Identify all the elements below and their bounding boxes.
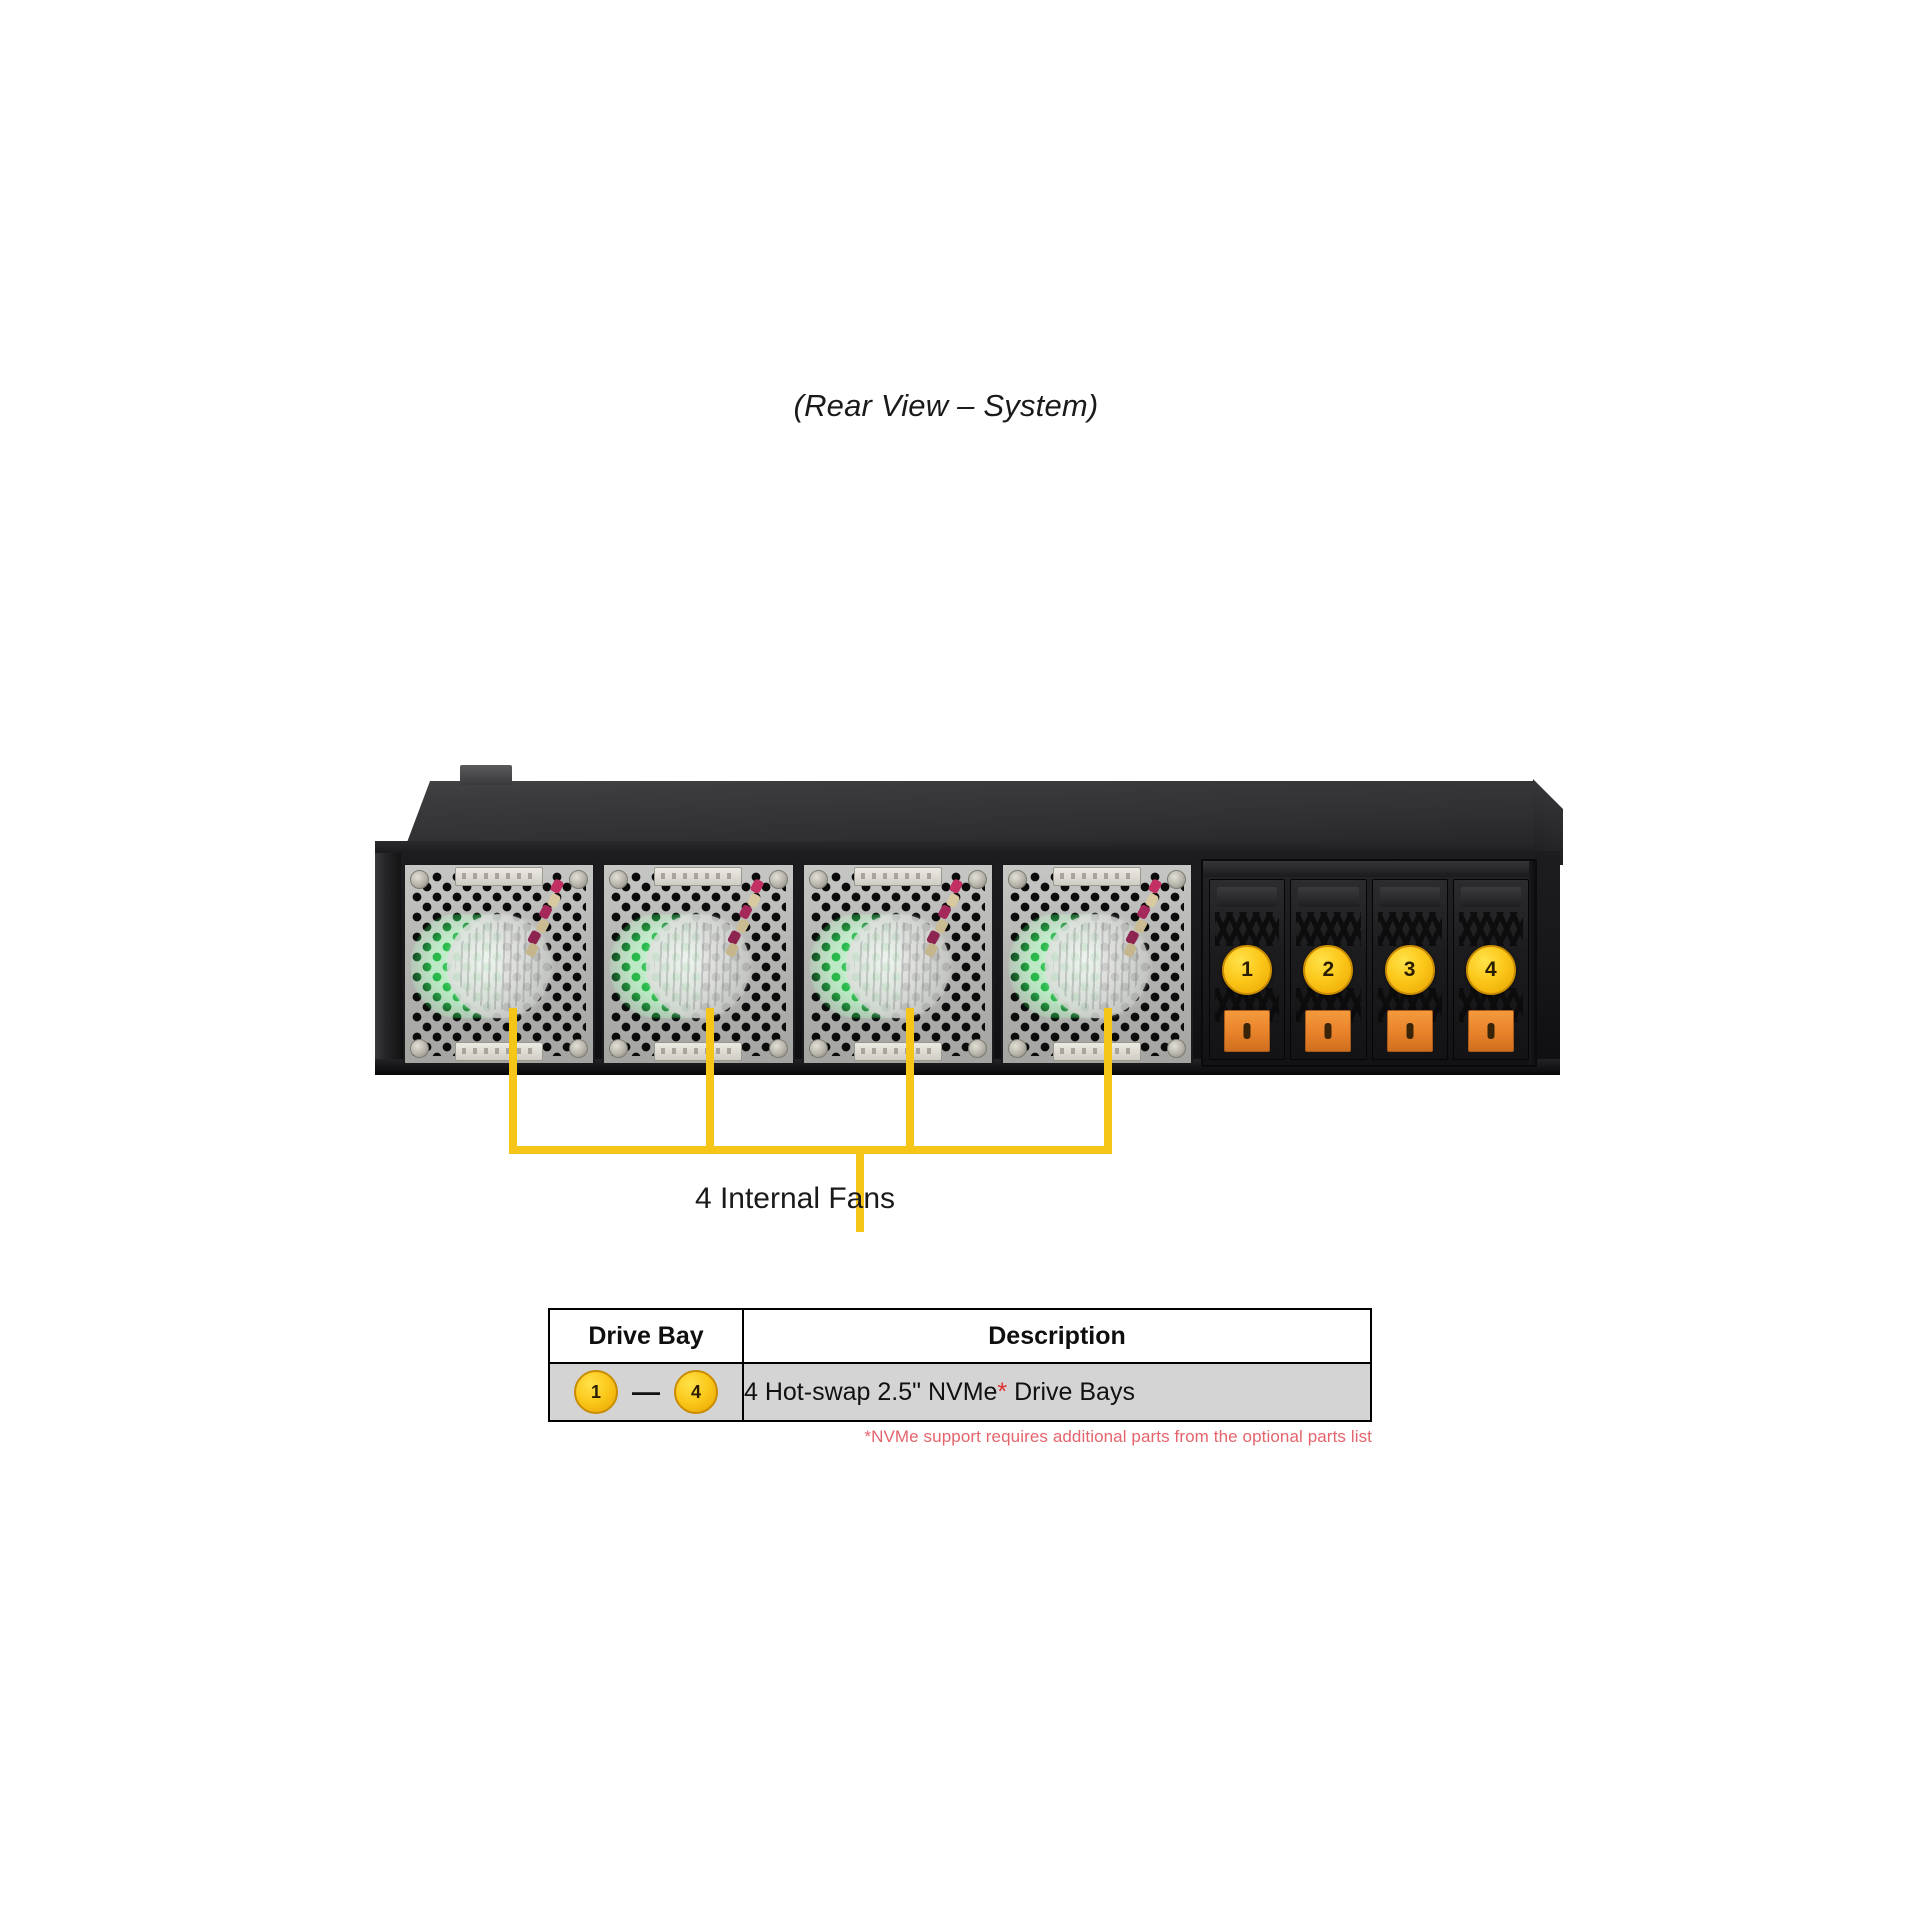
drive-bay-callout-badge-2: 2 <box>1303 944 1354 995</box>
fan-screw-bottom-right <box>1167 1039 1186 1058</box>
drive-cage-right-wall <box>1529 861 1537 1065</box>
bay-range-dash: — <box>632 1376 660 1407</box>
drive-bay-3[interactable]: 3 <box>1371 879 1448 1060</box>
drive-bay-2[interactable]: 2 <box>1290 879 1367 1060</box>
internal-fan-4 <box>1000 863 1193 1065</box>
drive-carrier-handle <box>1217 887 1278 907</box>
column-header-description: Description <box>742 1308 1372 1364</box>
fan-screw-top-left <box>1007 870 1027 889</box>
chassis-left-rail <box>375 853 401 1073</box>
drive-release-latch-3[interactable] <box>1386 1010 1433 1052</box>
drive-bay-callout-badge-3: 3 <box>1384 944 1435 995</box>
fan-handle-tab-top <box>455 867 544 886</box>
drive-bay-1[interactable]: 1 <box>1209 879 1286 1060</box>
bay-range-badges: 1 — 4 <box>550 1370 742 1414</box>
fan-screw-top-right <box>569 870 589 889</box>
description-text: 4 Hot-swap 2.5" NVMe <box>744 1377 998 1406</box>
fan-handle-tab-bottom <box>853 1042 942 1061</box>
fan-handle-tab-bottom <box>654 1042 743 1061</box>
drive-release-latch-1[interactable] <box>1224 1010 1271 1052</box>
fan-callout-label: 4 Internal Fans <box>0 1182 1920 1216</box>
fan-screw-top-right <box>1167 870 1186 889</box>
fan-screw-top-left <box>808 870 828 889</box>
drive-vent-upper <box>1377 912 1442 946</box>
drive-bay-4[interactable]: 4 <box>1452 879 1529 1060</box>
footnote-asterisk: * <box>997 1377 1008 1406</box>
drive-carrier-handle <box>1460 887 1521 907</box>
fan-screw-bottom-left <box>609 1039 629 1058</box>
drive-bay-callout-badge-4: 4 <box>1465 944 1516 995</box>
fan-screw-bottom-left <box>1007 1039 1027 1058</box>
table-badge-end: 4 <box>674 1370 718 1414</box>
description-text-suffix: Drive Bays <box>1007 1377 1135 1406</box>
figure-title-text: (Rear View – System) <box>793 388 1099 423</box>
fan-screw-bottom-right <box>967 1039 987 1058</box>
latch-keyhole-icon <box>1243 1023 1251 1039</box>
fan-screw-top-left <box>410 870 429 889</box>
internal-fan-bank <box>403 863 1193 1065</box>
drive-vent-upper <box>1458 912 1523 946</box>
chassis-top-cover <box>403 781 1560 853</box>
fan-screw-bottom-left <box>410 1039 429 1058</box>
drive-bay-table: Drive Bay Description 1 — 4 4 Hot-swap 2… <box>548 1308 1372 1422</box>
table-header-row: Drive Bay Description <box>548 1308 1372 1364</box>
drive-bay-callout-badge-1: 1 <box>1222 944 1273 995</box>
fan-screw-top-right <box>768 870 788 889</box>
drive-release-latch-2[interactable] <box>1305 1010 1352 1052</box>
chassis-top-tab <box>460 765 512 785</box>
table-footnote: *NVMe support requires additional parts … <box>864 1427 1372 1446</box>
latch-keyhole-icon <box>1406 1023 1414 1039</box>
drive-release-latch-4[interactable] <box>1467 1010 1514 1052</box>
drive-cage-top-bar <box>1203 861 1535 877</box>
figure-title: (Rear View – System) <box>0 388 1920 424</box>
table-badge-start: 1 <box>574 1370 618 1414</box>
server-chassis-rear-view: 1 2 3 <box>375 763 1563 1075</box>
drive-vent-upper <box>1215 912 1280 946</box>
fan-handle-tab-top <box>1052 867 1141 886</box>
internal-fan-2 <box>602 863 795 1065</box>
fan-screw-top-right <box>967 870 987 889</box>
column-header-drive-bay: Drive Bay <box>548 1308 744 1364</box>
fan-callout-label-text: 4 Internal Fans <box>694 1182 896 1215</box>
drive-carrier-handle <box>1298 887 1359 907</box>
fan-handle-tab-bottom <box>1052 1042 1141 1061</box>
fan-screw-bottom-right <box>768 1039 788 1058</box>
latch-keyhole-icon <box>1487 1023 1495 1039</box>
fan-handle-tab-top <box>654 867 743 886</box>
fan-screw-bottom-left <box>808 1039 828 1058</box>
cell-description: 4 Hot-swap 2.5" NVMe* Drive Bays <box>742 1362 1372 1422</box>
latch-keyhole-icon <box>1324 1023 1332 1039</box>
internal-fan-3 <box>801 863 994 1065</box>
internal-fan-1 <box>403 863 596 1065</box>
cell-drive-bay-range: 1 — 4 <box>548 1362 744 1422</box>
drive-vent-upper <box>1296 912 1361 946</box>
fan-screw-bottom-right <box>569 1039 589 1058</box>
table-row: 1 — 4 4 Hot-swap 2.5" NVMe* Drive Bays <box>548 1362 1372 1422</box>
drive-carrier-handle <box>1379 887 1440 907</box>
fan-handle-tab-bottom <box>455 1042 544 1061</box>
fan-handle-tab-top <box>853 867 942 886</box>
drive-bay-row: 1 2 3 <box>1209 879 1529 1060</box>
drive-bay-cage: 1 2 3 <box>1201 859 1537 1067</box>
fan-screw-top-left <box>609 870 629 889</box>
